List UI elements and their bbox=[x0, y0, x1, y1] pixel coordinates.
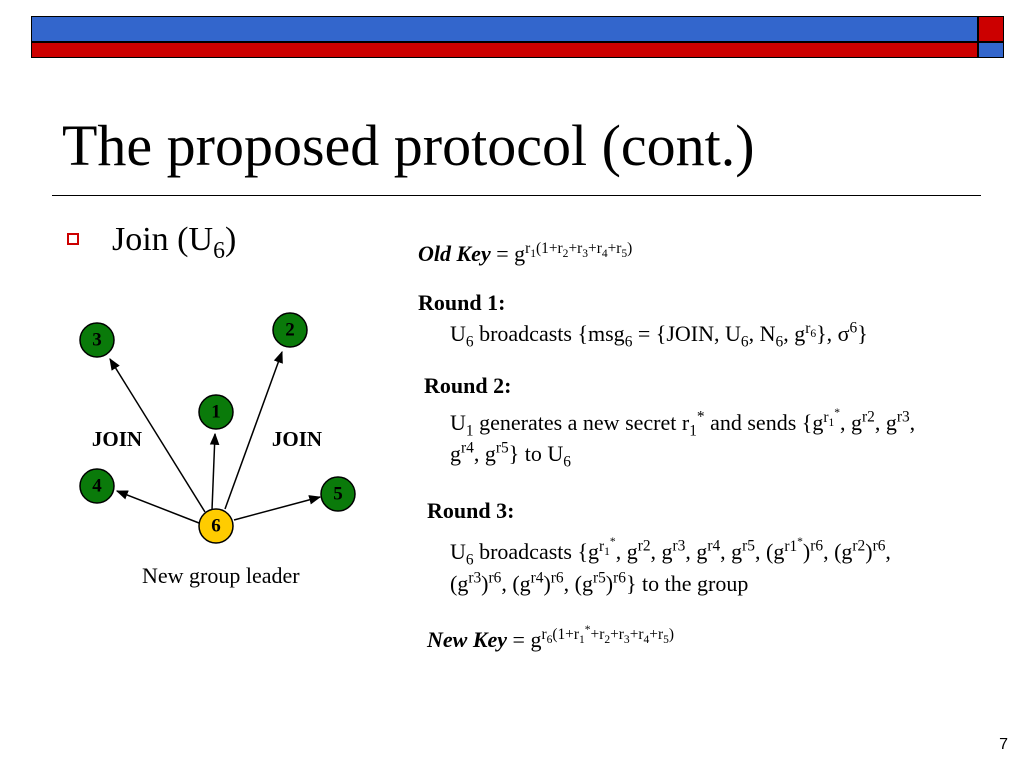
node-2-label: 2 bbox=[285, 320, 295, 341]
node-1: 1 bbox=[198, 394, 234, 430]
node-2-circle bbox=[272, 312, 308, 348]
arrow-6-to-1 bbox=[209, 432, 220, 511]
round2-text-line1: U1 generates a new secret r1* and sends … bbox=[450, 406, 916, 440]
old-key-line: Old Key = gr1(1+r2+r3+r4+r5) bbox=[418, 239, 633, 266]
header-bar-blue bbox=[31, 16, 978, 42]
bullet-join: Join (U6) bbox=[112, 221, 237, 264]
node-5: 5 bbox=[320, 476, 356, 512]
round1-label: Round 1: bbox=[418, 290, 506, 315]
round2-text-line2: gr4, gr5} to U6 bbox=[450, 439, 571, 471]
join-label-left: JOIN bbox=[92, 427, 142, 451]
round1-text: U6 broadcasts {msg6 = {JOIN, U6, N6, gr6… bbox=[450, 319, 868, 351]
node-4-circle bbox=[79, 468, 115, 504]
diagram-caption: New group leader bbox=[142, 563, 300, 588]
node-3-circle bbox=[79, 322, 115, 358]
arrow-6-to-3 bbox=[109, 357, 206, 513]
node-2: 2 bbox=[272, 312, 308, 348]
page-number: 7 bbox=[999, 736, 1008, 753]
arrow-6-to-2 bbox=[224, 350, 283, 510]
title-divider bbox=[52, 195, 981, 196]
join-label-right: JOIN bbox=[272, 427, 322, 451]
node-3: 3 bbox=[79, 322, 115, 358]
node-1-label: 1 bbox=[211, 402, 221, 423]
new-key-line: New Key = gr6(1+r1*+r2+r3+r4+r5) bbox=[427, 623, 674, 652]
node-4-label: 4 bbox=[92, 476, 102, 497]
header-square-red bbox=[978, 16, 1004, 42]
node-5-circle bbox=[320, 476, 356, 512]
round3-text-line2: (gr3)r6, (gr4)r6, (gr5)r6} to the group bbox=[450, 569, 749, 596]
slide-title: The proposed protocol (cont.) bbox=[62, 113, 755, 178]
node-6: 6 bbox=[198, 508, 234, 544]
node-5-label: 5 bbox=[333, 484, 343, 505]
round2-label: Round 2: bbox=[424, 373, 512, 398]
node-3-label: 3 bbox=[92, 330, 102, 351]
header-square-blue bbox=[978, 42, 1004, 58]
node-6-label: 6 bbox=[211, 516, 221, 537]
arrow-6-to-4 bbox=[115, 490, 200, 524]
round3-text-line1: U6 broadcasts {gr1*, gr2, gr3, gr4, gr5,… bbox=[450, 535, 891, 569]
round3-label: Round 3: bbox=[427, 498, 515, 523]
node-4: 4 bbox=[79, 468, 115, 504]
bullet-square-icon bbox=[67, 233, 79, 245]
arrow-6-to-5 bbox=[233, 495, 322, 521]
node-1-circle bbox=[198, 394, 234, 430]
join-arrows bbox=[109, 350, 322, 524]
header-bar-red bbox=[31, 42, 978, 58]
node-6-circle bbox=[198, 508, 234, 544]
